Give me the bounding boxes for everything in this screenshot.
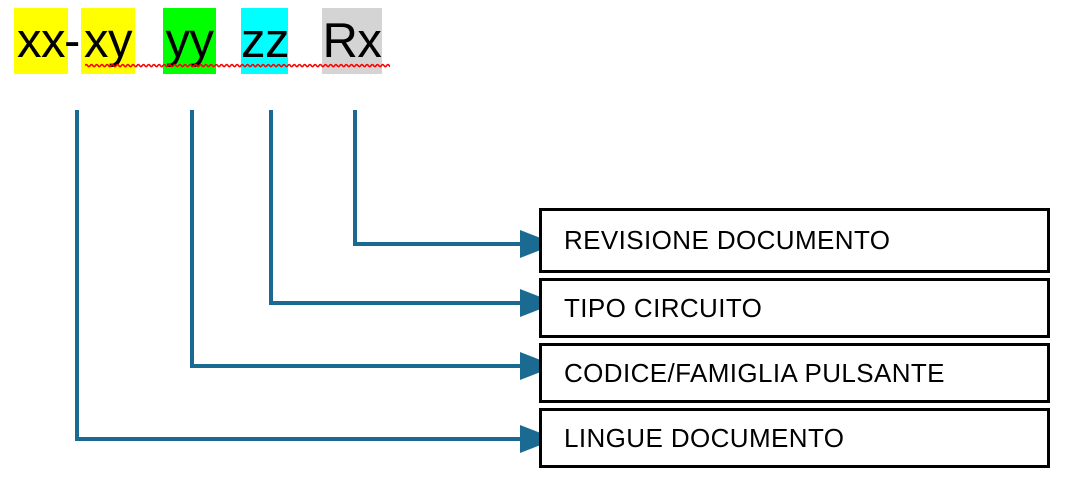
code-segment-famiglia: yy: [163, 8, 216, 74]
code-segment-revisione: Rx: [322, 8, 382, 74]
label-box-codice-famiglia-pulsante[interactable]: CODICE/FAMIGLIA PULSANTE: [539, 343, 1050, 403]
code-segment-codice: xy: [81, 8, 135, 74]
code-string: xx - xy yy zz Rx: [0, 0, 420, 90]
connector-arrow-Rx: [353, 110, 556, 258]
code-segment-circuito: zz: [241, 8, 290, 74]
connector-arrow-yy: [190, 110, 556, 380]
label-box-revisione-documento[interactable]: REVISIONE DOCUMENTO: [539, 208, 1050, 273]
label-box-text: TIPO CIRCUITO: [564, 292, 763, 323]
label-box-text: CODICE/FAMIGLIA PULSANTE: [564, 357, 945, 388]
code-segment-lingue: xx: [14, 8, 68, 74]
connector-arrow-xx: [75, 110, 556, 453]
code-segment-separator: -: [64, 14, 81, 68]
label-box-text: LINGUE DOCUMENTO: [564, 422, 845, 453]
label-box-tipo-circuito[interactable]: TIPO CIRCUITO: [539, 278, 1050, 338]
connector-arrow-zz: [269, 110, 556, 317]
label-box-text: REVISIONE DOCUMENTO: [564, 225, 891, 255]
label-box-lingue-documento[interactable]: LINGUE DOCUMENTO: [539, 408, 1050, 468]
